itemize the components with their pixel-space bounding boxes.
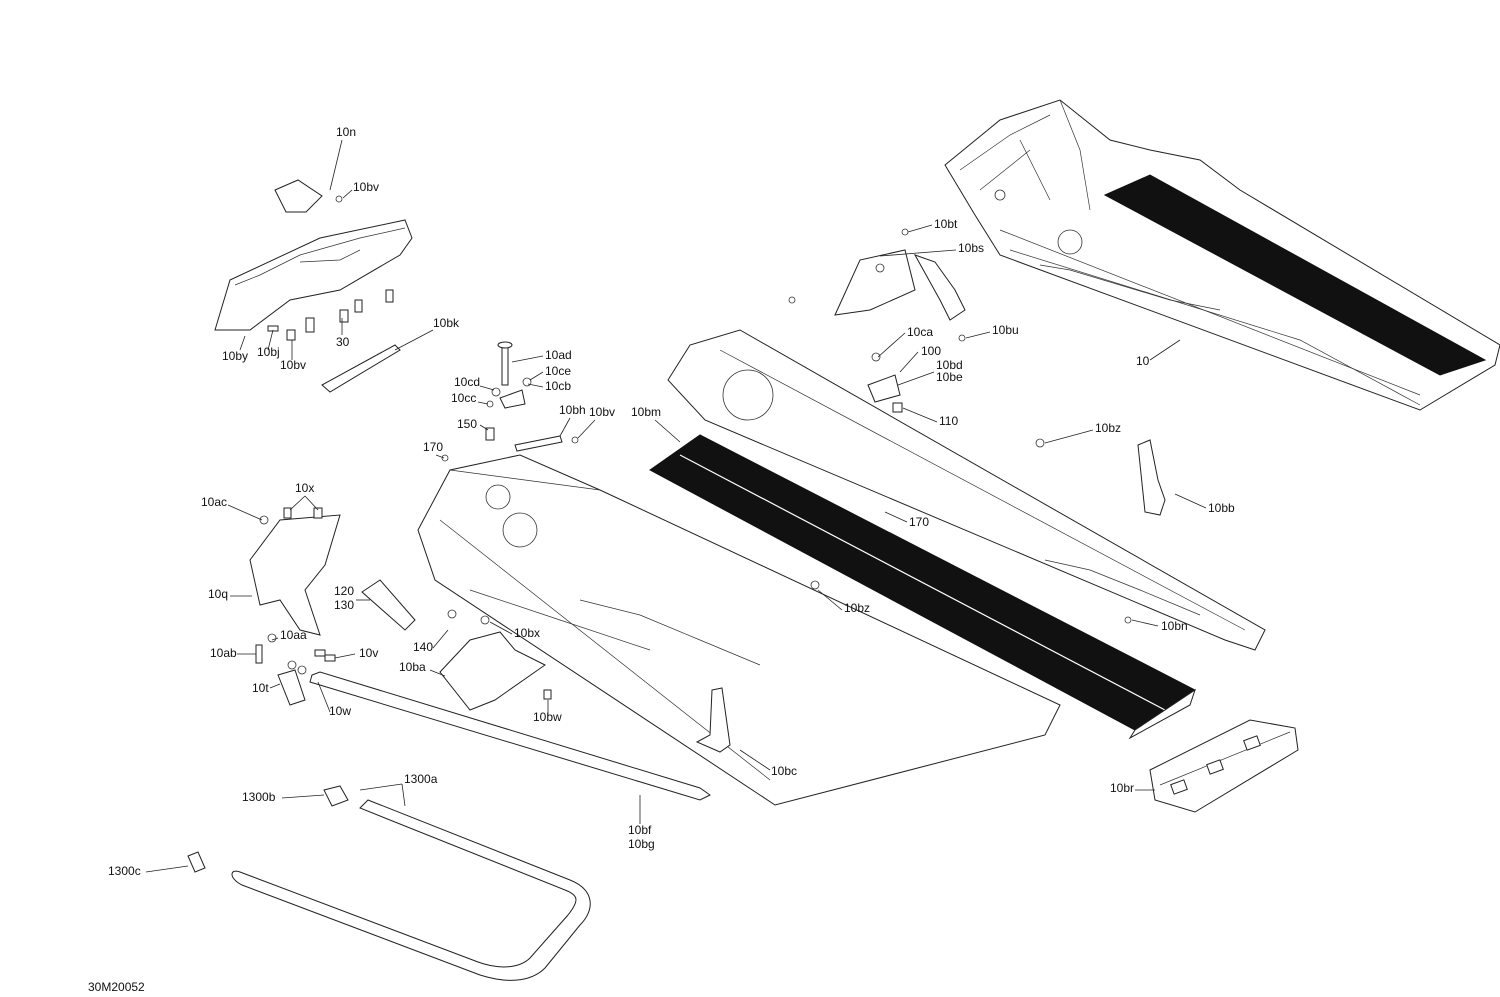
callout-label-1300c: 1300c <box>108 864 141 878</box>
small-hardware-front <box>255 633 336 706</box>
callout-label-10cc: 10cc <box>451 391 476 405</box>
bulkhead-bracket-10q <box>249 507 341 636</box>
callout-label-10bz-b: 10bz <box>844 601 870 615</box>
callout-label-130: 130 <box>334 598 354 612</box>
footrest-plate <box>214 179 413 331</box>
callout-label-10aa: 10aa <box>280 628 307 642</box>
callout-label-10bw: 10bw <box>533 710 562 724</box>
callout-label-10w: 10w <box>329 704 351 718</box>
bracket-10bc <box>695 687 731 753</box>
callout-label-10bj: 10bj <box>257 345 280 359</box>
callout-label-10bv-a: 10bv <box>353 180 379 194</box>
pedal-120-130 <box>361 579 457 631</box>
callout-label-10ad: 10ad <box>545 348 572 362</box>
misc-screws <box>788 228 1132 624</box>
callout-label-170-b: 170 <box>909 515 929 529</box>
callout-label-1300b: 1300b <box>242 790 276 804</box>
callout-label-10q: 10q <box>208 587 228 601</box>
callout-label-110: 110 <box>939 414 958 428</box>
bracket-10bb <box>1035 438 1166 516</box>
callout-label-10bg: 10bg <box>628 837 655 851</box>
callout-label-10ce: 10ce <box>545 364 571 378</box>
callout-label-100: 100 <box>921 344 941 358</box>
callout-label-10bz-a: 10bz <box>1095 421 1121 435</box>
clip-1300c <box>187 851 206 873</box>
callout-label-10bh: 10bh <box>559 403 586 417</box>
leader-lines <box>145 139 1207 873</box>
bracket-10bs <box>834 249 966 321</box>
rear-loop-1300a <box>231 799 591 981</box>
callout-label-10bn: 10bn <box>1161 619 1188 633</box>
callout-label-150: 150 <box>457 417 477 431</box>
callout-label-10bt: 10bt <box>934 217 958 231</box>
bolt-group-center <box>441 341 579 462</box>
right-tunnel-rail <box>667 329 1266 651</box>
callout-label-30: 30 <box>336 335 350 349</box>
callout-label-140: 140 <box>413 640 433 654</box>
callout-label-10bb: 10bb <box>1208 501 1235 515</box>
callout-label-10bv-c: 10bv <box>589 405 615 419</box>
bracket-100 <box>867 352 903 413</box>
callout-label-10bu: 10bu <box>992 323 1019 337</box>
chassis-assembly <box>944 99 1500 411</box>
callout-label-10bc: 10bc <box>771 764 797 778</box>
callout-label-120: 120 <box>334 584 354 598</box>
clip-1300b <box>323 785 349 807</box>
callout-label-10by: 10by <box>222 349 248 363</box>
callout-label-10ca: 10ca <box>907 325 933 339</box>
callout-label-170-a: 170 <box>423 440 443 454</box>
callout-label-1300a: 1300a <box>404 772 438 786</box>
callout-label-10cd: 10cd <box>454 375 480 389</box>
callout-label-10br: 10br <box>1110 781 1134 795</box>
callout-label-10bf: 10bf <box>628 823 652 837</box>
rear-support-10br <box>1149 719 1299 813</box>
running-board-10bm <box>649 434 1196 740</box>
drawing-code: 30M20052 <box>88 980 145 994</box>
callout-label-10bs: 10bs <box>958 241 984 255</box>
callout-label-10bd: 10bd <box>936 358 963 372</box>
callout-label-10bm: 10bm <box>631 405 661 419</box>
left-tunnel-rail <box>417 454 1061 806</box>
callout-label-10v: 10v <box>359 646 378 660</box>
callout-label-10ab: 10ab <box>210 646 237 660</box>
callout-label-10be: 10be <box>936 370 963 384</box>
callout-label-10x: 10x <box>295 481 314 495</box>
callout-label-10: 10 <box>1136 354 1150 368</box>
callout-label-10bv-b: 10bv <box>280 358 306 372</box>
bracket-10ba <box>439 615 552 711</box>
callout-label-10t: 10t <box>252 681 269 695</box>
callout-label-10bx: 10bx <box>514 626 540 640</box>
callout-label-10ba: 10ba <box>399 660 426 674</box>
callout-label-10n: 10n <box>336 125 356 139</box>
callout-label-10bk: 10bk <box>433 316 460 330</box>
callout-label-10ac: 10ac <box>201 495 227 509</box>
footrest-hardware <box>267 195 401 393</box>
callout-label-10cb: 10cb <box>545 379 571 393</box>
side-skid-10bf <box>309 671 711 801</box>
